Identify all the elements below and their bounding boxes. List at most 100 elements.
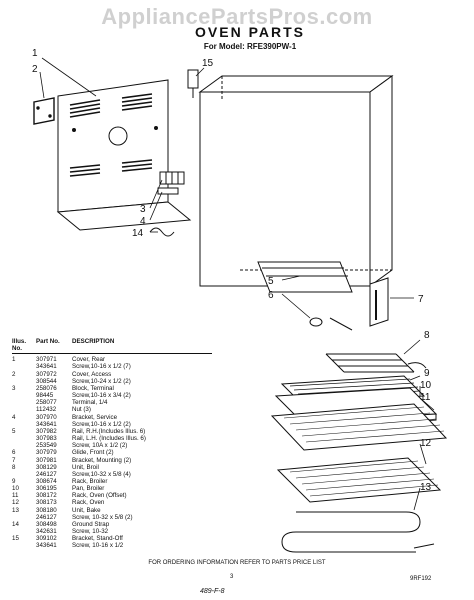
header-part: Part No. [36,338,60,345]
cell-part-number: 246127 [36,513,57,521]
cell-description: Nut (3) [72,406,91,414]
cell-description: Bracket, Mounting (2) [72,456,132,464]
table-row: 112432 Nut (3) [12,406,212,413]
cell-part-number: 307971 [36,356,57,364]
cell-description: Bracket, Service [72,413,118,421]
cell-part-number: 342631 [36,528,57,536]
handwritten-note: 489-F-8 [200,588,225,595]
cell-part-number: 307970 [36,413,57,421]
cell-part-number: 98445 [36,392,54,400]
cell-illus: 13 [12,506,19,514]
cell-part-number: 343641 [36,542,57,550]
table-row: 343641 Screw, 10-16 x 1/2 [12,542,212,549]
cell-part-number: 308544 [36,377,57,385]
ground-strap-part [149,227,175,237]
callout-numbers: 1 2 3 4 14 15 5 6 7 8 9 10 11 12 13 [32,48,432,493]
cell-part-number: 307979 [36,449,57,457]
cell-illus: 8 [12,463,16,471]
cell-part-number: 308180 [36,506,57,514]
cell-illus [12,378,36,385]
table-row: 12 308173 Rack, Oven [12,499,212,506]
cell-illus: 5 [12,427,16,435]
page-number: 3 [230,574,234,580]
cell-description: Screw,10-16 x 1/2 (2) [72,420,131,428]
callout-2: 2 [32,64,38,75]
cell-part-number: 307982 [36,427,57,435]
watermark: AppliancePartsPros.com [101,4,373,29]
callout-12: 12 [420,438,432,449]
cell-illus: 2 [12,370,16,378]
cell-description: Screw,10-32 x 5/8 (4) [72,470,131,478]
cell-illus: 10 [12,485,19,493]
cell-illus: 3 [12,384,16,392]
cell-part-number: 253549 [36,442,57,450]
cell-part-number: 343641 [36,363,57,371]
table-row: 4 307970 Bracket, Service [12,414,212,421]
cell-part-number: 308129 [36,463,57,471]
cell-description: Screw, 10-16 x 1/2 [72,542,124,550]
cell-illus: 12 [12,499,19,507]
callout-7: 7 [418,294,424,305]
cell-illus: 9 [12,477,16,485]
cell-description: Screw,10-24 x 1/2 (2) [72,377,131,385]
cell-illus: 15 [12,535,19,543]
cell-description: Rack, Oven [72,499,105,507]
callout-6: 6 [268,290,274,301]
cell-part-number: 308498 [36,520,57,528]
cell-description: Terminal, 1/4 [72,399,108,407]
callout-5: 5 [268,276,274,287]
cell-illus [12,442,36,449]
cell-part-number: 308674 [36,477,57,485]
cell-part-number: 309102 [36,535,57,543]
ordering-note: FOR ORDERING INFORMATION REFER TO PARTS … [148,560,326,566]
cell-part-number: 306195 [36,485,57,493]
cell-illus: 1 [12,356,16,364]
header-description: DESCRIPTION [72,338,115,345]
cell-illus [12,542,36,549]
cell-illus [12,406,36,413]
table-row: 246127 Screw, 10-32 x 5/8 (2) [12,514,212,521]
standoff-bracket-part [187,69,199,98]
table-row: 308544 Screw,10-24 x 1/2 (2) [12,378,212,385]
leader-lines [39,57,435,511]
cell-illus: 6 [12,449,16,457]
cell-description: Rack, Oven (Offset) [72,492,127,500]
callout-3: 3 [140,204,146,215]
cell-description: Block, Terminal [72,384,114,392]
table-row: 6 307979 Glide, Front (2) [12,449,212,456]
cell-description: Rail, R.H.(Includes Illus. 6) [72,427,146,435]
cell-illus: 14 [12,520,19,528]
model-line: For Model: RFE390PW-1 [203,42,297,51]
oven-cavity-frame [198,75,394,287]
cell-part-number: 343641 [36,420,57,428]
cell-description: Screw, 10-32 x 5/8 (2) [72,513,133,521]
cell-part-number: 308173 [36,499,57,507]
terminal-block-part [157,171,185,195]
cell-part-number: 307981 [36,456,57,464]
cell-description: Glide, Front (2) [72,449,114,457]
bake-unit-part [281,511,435,553]
cell-description: Screw,10-16 x 1/2 (7) [72,363,131,371]
table-row: 343641 Screw,10-16 x 1/2 (2) [12,421,212,428]
oven-rail-part [257,261,353,331]
cell-illus: 4 [12,413,16,421]
header-illus: Illus. No. [12,338,27,353]
cell-illus: 11 [12,492,19,500]
callout-8: 8 [424,330,430,341]
broil-unit-part [325,353,427,373]
cell-part-number: 112432 [36,406,57,414]
oven-rack-part [276,457,442,503]
callout-15: 15 [202,58,214,69]
